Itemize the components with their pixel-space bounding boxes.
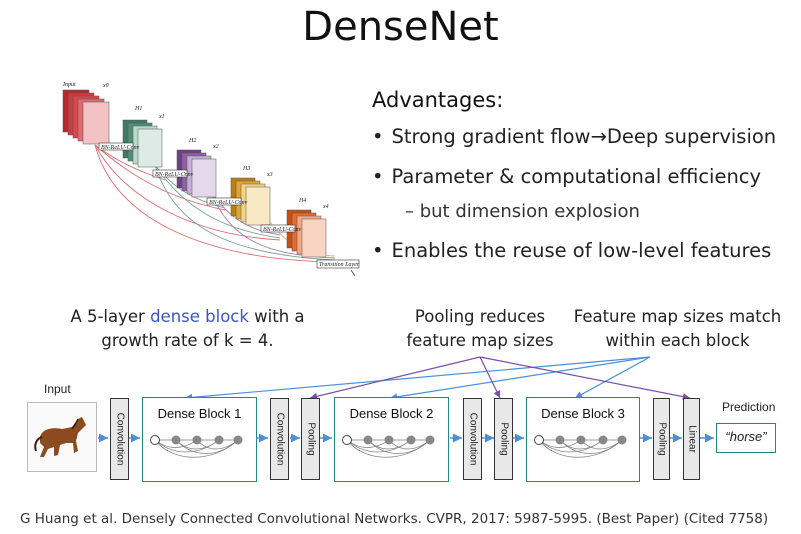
op-bar [98, 142, 134, 151]
op-bar [152, 169, 188, 178]
x-label: x2 [212, 144, 219, 150]
annotation-arrow [479, 356, 691, 401]
x-label: x3 [266, 172, 273, 178]
dense-block-figure: BN-ReLU-Conv BN-ReLU-Conv BN-ReLU-Conv B… [62, 82, 360, 277]
x-label: x0 [102, 83, 109, 89]
sub-bullet-dimension-explosion: – but dimension explosion [405, 201, 640, 222]
stack-x4 [286, 209, 327, 258]
caption-dense-block: A 5-layer dense block with a growth rate… [70, 307, 305, 350]
dense-block-nodes [534, 435, 627, 458]
dense-block-nodes [150, 435, 243, 458]
annotation-arrow [389, 356, 651, 401]
bullet-dot: • [372, 165, 384, 188]
h-label: H2 [188, 138, 196, 144]
connection-curve [94, 144, 226, 211]
bullet-text: Enables the reuse of low-level features [391, 239, 772, 262]
op-label: BN-ReLU-Conv [263, 227, 302, 233]
prediction-label: Prediction [722, 400, 776, 414]
stack-x0 [62, 89, 110, 145]
x-label: x1 [158, 114, 165, 120]
bullet-efficiency: • Parameter & computational efficiency [372, 165, 761, 188]
connection-curve [94, 144, 281, 241]
transition-bar [316, 259, 360, 269]
slide-title: DenseNet [302, 4, 499, 50]
linear-layer: Linear [683, 398, 700, 480]
caption-feature-map: Feature map sizes match within each bloc… [573, 307, 782, 350]
stack-x1 [122, 119, 163, 168]
h-label: H3 [242, 166, 250, 172]
dense-block-3: Dense Block 3 [526, 397, 640, 482]
connection-curve [154, 164, 281, 239]
bullet-gradient-flow: • Strong gradient flow→Deep supervision [372, 125, 776, 148]
op-label: BN-ReLU-Conv [101, 145, 140, 151]
input-small-label: Input [62, 82, 76, 88]
annotation-arrow [479, 356, 501, 399]
dense-block-label: Dense Block 3 [541, 406, 625, 421]
feature-map [137, 128, 163, 168]
feature-map [245, 186, 271, 226]
op-label: BN-ReLU-Conv [155, 172, 194, 178]
feature-map [191, 158, 217, 198]
dense-block-nodes [342, 435, 435, 458]
bullet-dot: • [372, 125, 384, 148]
citation: G Huang et al. Densely Connected Convolu… [20, 511, 769, 527]
horse-image [27, 402, 97, 472]
pipeline-input-label: Input [44, 382, 71, 396]
x-label: x4 [322, 203, 329, 210]
bullet-text: Parameter & computational efficiency [391, 165, 762, 188]
op-bar [206, 197, 242, 206]
convolution-layer: Convolution [270, 398, 289, 480]
bullet-text: Strong gradient flow→Deep supervision [391, 125, 777, 148]
dense-block-label: Dense Block 1 [157, 406, 242, 421]
h-label: H1 [134, 106, 142, 112]
annotation-arrow [309, 356, 481, 400]
connection-curve [94, 144, 336, 263]
dense-block-2: Dense Block 2 [334, 397, 449, 482]
prediction-output: “horse” [716, 423, 776, 453]
op-bar [260, 224, 296, 233]
bullet-dot: • [372, 239, 384, 262]
convolution-layer: Convolution [463, 398, 482, 480]
feature-map [301, 218, 327, 258]
h-label: H4 [298, 197, 306, 204]
horse-icon [34, 417, 86, 457]
pooling-layer: Pooling [301, 398, 320, 480]
pooling-layer: Pooling [494, 398, 513, 480]
convolution-layer: Convolution [110, 398, 129, 480]
dense-block-1: Dense Block 1 [142, 397, 257, 482]
bullet-feature-reuse: • Enables the reuse of low-level features [372, 239, 771, 262]
output-arrow [350, 269, 356, 277]
annotation-arrow [574, 356, 651, 399]
advantages-heading: Advantages: [372, 88, 504, 112]
pooling-layer: Pooling [653, 398, 670, 480]
dense-block-label: Dense Block 2 [349, 406, 434, 421]
connection-curve [154, 164, 336, 261]
transition-label: Transition Layer [319, 262, 360, 268]
caption-pooling: Pooling reduces feature map sizes [406, 307, 554, 350]
annotation-arrow [184, 356, 651, 401]
op-label: BN-ReLU-Conv [209, 200, 248, 206]
feature-map [82, 101, 110, 145]
dense-block-highlight: dense block [150, 307, 249, 326]
stack-x2 [176, 149, 217, 198]
stack-x3 [230, 177, 271, 226]
